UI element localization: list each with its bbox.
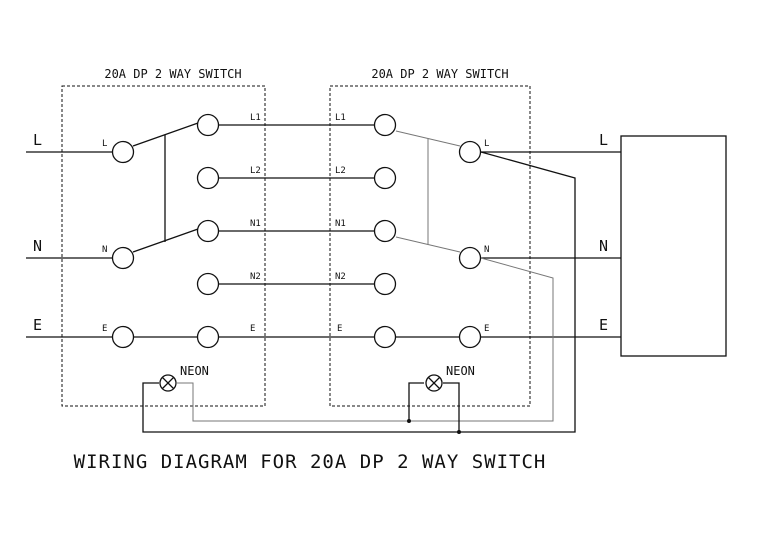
left-label-L1: L1 <box>250 113 261 123</box>
right-label-E-in: E <box>337 324 342 334</box>
left-live-contact-arm <box>132 122 199 147</box>
left-terminal-L2 <box>196 166 220 190</box>
right-switch-box <box>329 85 531 407</box>
right-terminal-N2 <box>373 272 397 296</box>
right-label-L: L <box>484 139 489 149</box>
load-neutral-label: N <box>599 237 608 255</box>
left-neon-icon <box>159 374 177 392</box>
left-label-E-in: E <box>102 324 107 334</box>
left-terminal-N <box>111 246 135 270</box>
supply-neutral-label: N <box>33 237 42 255</box>
left-label-L2: L2 <box>250 166 261 176</box>
right-terminal-N1 <box>373 219 397 243</box>
supply-earth-label: E <box>33 316 42 334</box>
left-terminal-L1 <box>196 113 220 137</box>
left-terminal-E-in <box>111 325 135 349</box>
left-terminal-L <box>111 140 135 164</box>
junction-dot <box>457 430 461 434</box>
neon-feed-live <box>142 151 576 433</box>
neon-feed-neutral <box>177 257 554 422</box>
right-live-contact-arm <box>395 130 461 147</box>
right-terminal-N <box>458 246 482 270</box>
load-box <box>620 135 727 357</box>
right-neon-link-a <box>408 382 424 421</box>
right-label-L1: L1 <box>335 113 346 123</box>
right-neon-label: NEON <box>446 364 475 378</box>
right-label-N1: N1 <box>335 219 346 229</box>
supply-live-label: L <box>33 131 42 149</box>
right-neon-link-b <box>443 382 460 432</box>
junction-dot <box>407 419 411 423</box>
left-switch-box <box>61 85 266 407</box>
left-label-N2: N2 <box>250 272 261 282</box>
right-label-N: N <box>484 245 489 255</box>
right-terminal-L1 <box>373 113 397 137</box>
load-earth-label: E <box>599 316 608 334</box>
right-label-E-out: E <box>484 324 489 334</box>
left-label-N: N <box>102 245 107 255</box>
left-terminal-N2 <box>196 272 220 296</box>
left-neon-label: NEON <box>180 364 209 378</box>
left-label-L: L <box>102 139 107 149</box>
left-label-N1: N1 <box>250 219 261 229</box>
right-terminal-E-in <box>373 325 397 349</box>
right-label-L2: L2 <box>335 166 346 176</box>
right-terminal-L <box>458 140 482 164</box>
right-switch-title: 20A DP 2 WAY SWITCH <box>371 67 508 81</box>
diagram-caption: WIRING DIAGRAM FOR 20A DP 2 WAY SWITCH <box>74 451 547 473</box>
load-live-label: L <box>599 131 608 149</box>
right-neutral-contact-arm <box>395 236 461 253</box>
right-terminal-L2 <box>373 166 397 190</box>
right-label-N2: N2 <box>335 272 346 282</box>
left-terminal-E-out <box>196 325 220 349</box>
right-terminal-E-out <box>458 325 482 349</box>
left-terminal-N1 <box>196 219 220 243</box>
left-switch-title: 20A DP 2 WAY SWITCH <box>104 67 241 81</box>
left-label-E-out: E <box>250 324 255 334</box>
right-neon-icon <box>425 374 443 392</box>
